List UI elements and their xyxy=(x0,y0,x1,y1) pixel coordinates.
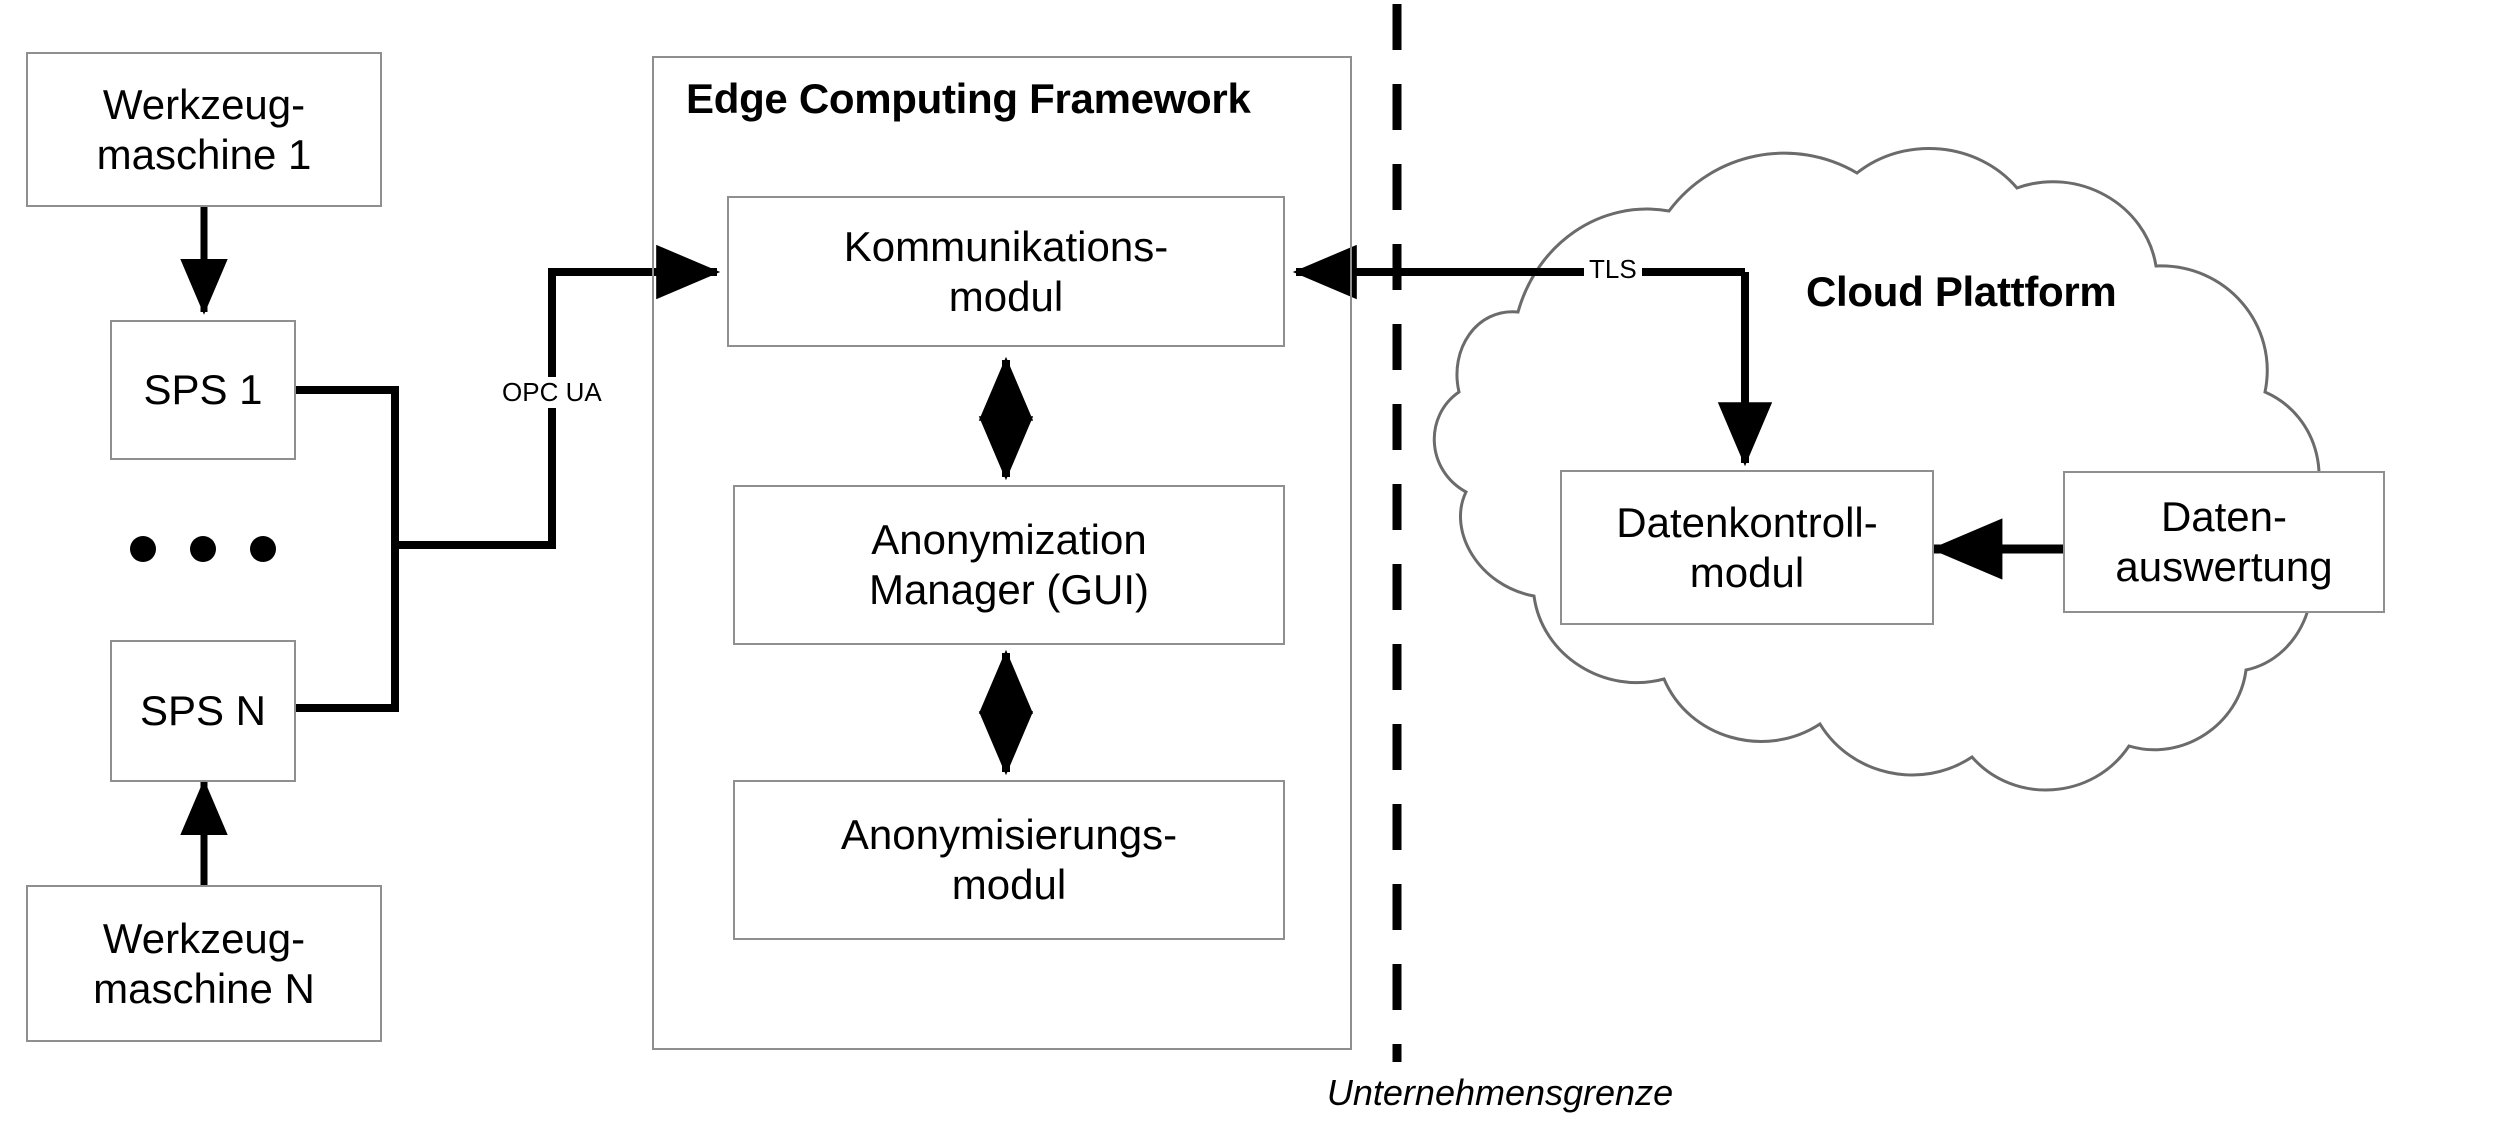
opc-ua-label: OPC UA xyxy=(497,377,607,408)
node-sps-n[interactable]: SPS N xyxy=(110,640,296,782)
ellipsis-dot-1 xyxy=(130,536,156,562)
node-werkzeugmaschine-1[interactable]: Werkzeug- maschine 1 xyxy=(26,52,382,207)
ellipsis-dot-2 xyxy=(190,536,216,562)
node-datenkontrollmodul[interactable]: Datenkontroll- modul xyxy=(1560,470,1934,625)
edge-computing-framework-title: Edge Computing Framework xyxy=(686,75,1251,122)
ellipsis-dot-3 xyxy=(250,536,276,562)
tls-label: TLS xyxy=(1584,254,1642,285)
node-anonymization-manager[interactable]: Anonymization Manager (GUI) xyxy=(733,485,1285,645)
node-kommunikationsmodul[interactable]: Kommunikations- modul xyxy=(727,196,1285,347)
connector-sps1-bus xyxy=(296,386,399,545)
edge-computing-framework-group xyxy=(652,56,1352,1050)
shopfloor-ellipsis xyxy=(130,536,276,562)
enterprise-boundary-caption: Unternehmensgrenze xyxy=(1326,1072,1674,1113)
node-sps-1[interactable]: SPS 1 xyxy=(110,320,296,460)
node-anonymisierungsmodul[interactable]: Anonymisierungs- modul xyxy=(733,780,1285,940)
node-werkzeugmaschine-n[interactable]: Werkzeug- maschine N xyxy=(26,885,382,1042)
node-datenauswertung[interactable]: Daten- auswertung xyxy=(2063,471,2385,613)
connector-spsN-bus xyxy=(296,545,399,712)
cloud-plattform-title: Cloud Plattform xyxy=(1806,268,2117,315)
